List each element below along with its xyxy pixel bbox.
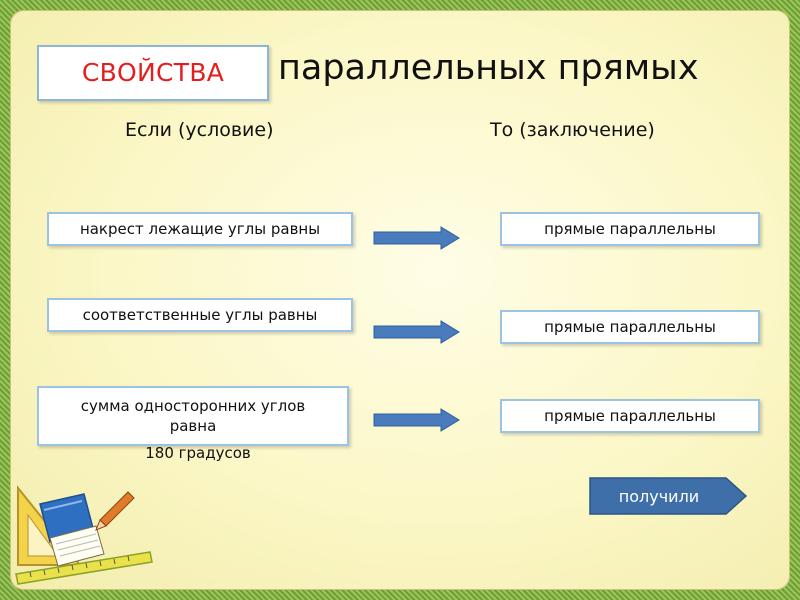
condition-box-3[interactable]: сумма односторонних углов равна xyxy=(37,386,349,446)
conclusion-box-1[interactable]: прямые параллельны xyxy=(500,212,760,246)
condition-box-1[interactable]: накрест лежащие углы равны xyxy=(47,212,353,246)
conclusion-text-2: прямые параллельны xyxy=(544,317,716,336)
school-supplies-illustration xyxy=(15,485,153,585)
arrow-right-icon xyxy=(373,320,460,344)
conclusion-text-1: прямые параллельны xyxy=(544,219,716,238)
condition-text-3-line3: 180 градусов xyxy=(145,444,251,462)
condition-text-3-line2: равна xyxy=(169,417,217,435)
then-column-header: То (заключение) xyxy=(490,119,655,141)
result-button[interactable]: получили xyxy=(588,476,748,516)
condition-text-3-line1: сумма односторонних углов xyxy=(80,396,306,415)
condition-text-2: соответственные углы равны xyxy=(82,305,318,324)
pentagon-arrow-shape xyxy=(589,477,748,515)
conclusion-text-3: прямые параллельны xyxy=(544,406,716,425)
conclusion-box-3[interactable]: прямые параллельны xyxy=(500,399,760,433)
conclusion-box-2[interactable]: прямые параллельны xyxy=(500,310,760,344)
condition-text-1: накрест лежащие углы равны xyxy=(79,219,321,238)
condition-box-2[interactable]: соответственные углы равны xyxy=(47,298,353,332)
if-column-header: Если (условие) xyxy=(125,119,274,141)
slide: СВОЙСТВА параллельных прямых Если (услов… xyxy=(10,10,790,590)
title-highlight-box: СВОЙСТВА xyxy=(37,45,269,101)
page-title: параллельных прямых xyxy=(278,48,699,88)
arrow-right-icon xyxy=(373,408,460,432)
arrow-right-icon xyxy=(373,226,460,250)
title-highlight: СВОЙСТВА xyxy=(81,58,225,88)
result-button-label: получили xyxy=(618,486,700,506)
